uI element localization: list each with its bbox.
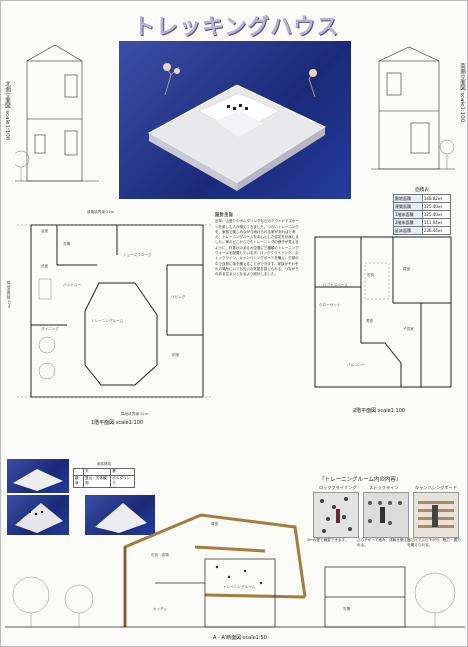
plan1-room: トレーニングルーム bbox=[91, 319, 124, 323]
design-description: 設計主旨 近年、山登りやボルダリングなどのアウトドアスポーツを楽しむ人が増えてき… bbox=[215, 213, 299, 278]
plan1-top-label: 道路境界線 22m bbox=[87, 210, 115, 214]
plan1-room: ダイニング bbox=[41, 327, 59, 331]
rock-wall-icon bbox=[314, 493, 358, 537]
north-elevation-drawing bbox=[12, 44, 99, 182]
plan2-room: バルコニー bbox=[347, 363, 365, 367]
plan2 bbox=[301, 223, 459, 405]
plan1-side-label: 隣地境界線 22m bbox=[7, 281, 11, 309]
plan1-bottom-label: 隣地境界線 22m bbox=[121, 412, 149, 416]
plan1-drawing bbox=[17, 224, 213, 398]
design-description-heading: 設計主旨 bbox=[215, 213, 233, 218]
section-a-drawing bbox=[5, 513, 465, 628]
model-photo-small-illustration bbox=[13, 469, 63, 491]
model-photo bbox=[119, 41, 351, 199]
plan2-room: 子供室 bbox=[403, 327, 414, 331]
plan2-room: 寝室 bbox=[403, 267, 411, 271]
campus-board-icon bbox=[414, 493, 458, 537]
plan1-room: リビング bbox=[171, 295, 186, 299]
plan2-room: クローゼット bbox=[319, 303, 341, 307]
south-elevation-drawing bbox=[371, 46, 455, 170]
feature-caption: 5mの壁で練習できます。 bbox=[307, 538, 349, 542]
design-description-body: 近年、山登りやボルダリングなどのアウトドアスポーツを楽しむ人が増えてきました。つ… bbox=[215, 219, 299, 277]
table-row: 趣味 登山・天体観測 ボルダリング bbox=[73, 474, 135, 488]
model-photo-small-illustration bbox=[95, 503, 147, 533]
plan1-room: 和室 bbox=[172, 353, 180, 357]
north-elevation bbox=[12, 39, 99, 199]
plan2-drawing bbox=[314, 236, 452, 388]
plan2-room: 書斎 bbox=[366, 319, 374, 323]
family-table-grid: 夫 妻 趣味 登山・天体観測 ボルダリング bbox=[73, 468, 135, 488]
section-label: 吹抜・書斎 bbox=[151, 553, 169, 557]
section-drawing bbox=[5, 487, 465, 645]
feature-label: ストックライン bbox=[369, 485, 399, 490]
south-elevation-caption: 南側立面図 scale1:100 bbox=[459, 63, 465, 123]
section-label: 玄関 bbox=[343, 607, 351, 611]
south-elevation bbox=[371, 39, 455, 184]
plan1-room: 浴室 bbox=[41, 229, 49, 233]
feature-photo bbox=[413, 492, 459, 538]
model-photo-small bbox=[7, 459, 69, 493]
area-table-heading: 面積表 bbox=[415, 188, 429, 193]
model-photo-small-illustration bbox=[15, 503, 63, 533]
table-row: 夫 妻 bbox=[73, 468, 135, 476]
plan1-room: 洗面 bbox=[41, 264, 49, 268]
model-photo-small bbox=[85, 495, 155, 535]
plan1-caption: 1階平面図 scale1:100 bbox=[91, 420, 144, 426]
plan1-room: 玄関 bbox=[63, 242, 71, 246]
plan2-room: ロフトスペース bbox=[323, 283, 348, 287]
section-caption: A - A'断面図 scale1:50 bbox=[213, 635, 267, 641]
plan1-room: シューズクローク bbox=[123, 253, 152, 257]
feature-photo bbox=[363, 492, 409, 538]
model-illustration bbox=[147, 63, 327, 191]
feature-label: ロッククライミング bbox=[319, 485, 357, 490]
plan1 bbox=[17, 215, 213, 411]
north-elevation-caption: 北側立面図 scale1:100 bbox=[4, 81, 10, 141]
plan2-caption: 2階平面図 scale1:100 bbox=[353, 408, 406, 414]
feature-caption: ぶら下がって進み、体幹を鍛えられる。 bbox=[357, 538, 411, 547]
section-label: キッチン bbox=[153, 607, 168, 611]
feature-caption: 指だけでぶら下がり、腕力・握力を鍛えられる。 bbox=[407, 538, 461, 547]
feature-label: キャンバシングボード bbox=[415, 485, 457, 490]
feature-photo bbox=[313, 492, 359, 538]
section-label: トレーニングルーム bbox=[223, 585, 256, 589]
section-label: 寝室 bbox=[211, 522, 219, 526]
plan2-room: 吹抜 bbox=[367, 273, 375, 277]
features-title: 『トレーニングルーム内の内容』 bbox=[319, 477, 402, 483]
model-photo-small bbox=[7, 495, 69, 535]
family-table-heading: 家族構成 bbox=[96, 462, 112, 466]
stockline-icon bbox=[364, 493, 408, 537]
plan1-room: パントリー bbox=[63, 283, 82, 287]
poster-title: トレッキングハウス bbox=[132, 15, 340, 40]
family-table: 家族構成 夫 妻 趣味 登山・天体観測 ボルダリング bbox=[73, 462, 135, 488]
